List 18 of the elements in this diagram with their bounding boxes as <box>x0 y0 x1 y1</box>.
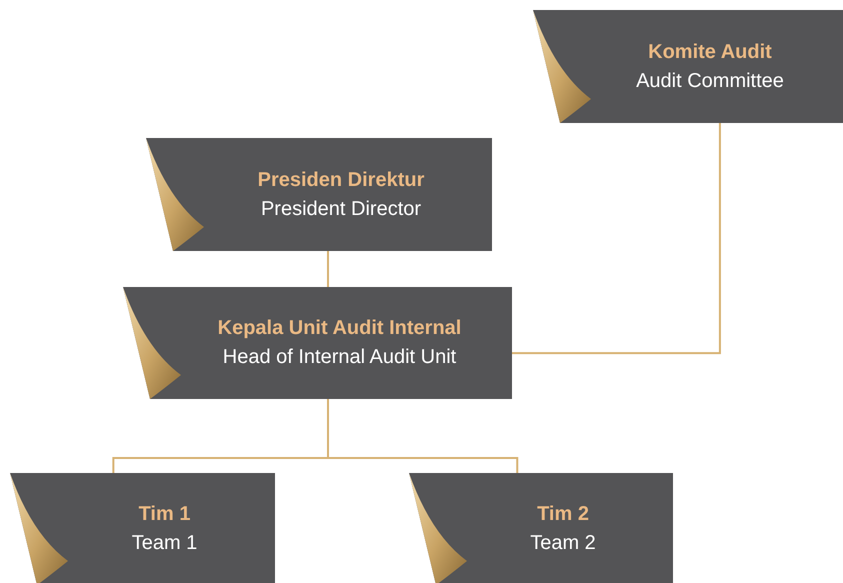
position-subtitle: Team 2 <box>530 532 596 555</box>
position-title: Kepala Unit Audit Internal <box>218 317 462 340</box>
position-subtitle: Audit Committee <box>636 70 784 92</box>
position-title: Tim 2 <box>537 503 589 526</box>
connector-line <box>512 123 721 354</box>
position-title: Komite Audit <box>648 40 772 64</box>
position-card <box>123 287 512 399</box>
position-card <box>10 473 275 583</box>
position-subtitle: President Director <box>260 198 422 220</box>
position-subtitle: Head of Internal Audit Unit <box>222 346 456 369</box>
position-card <box>409 473 673 583</box>
position-title: Tim 1 <box>138 503 190 526</box>
position-title: Presiden Direktur <box>258 168 424 192</box>
connector-line <box>327 399 518 473</box>
position-subtitle: Team 1 <box>132 532 198 555</box>
position-card <box>533 10 843 123</box>
position-card <box>146 138 492 251</box>
connector-line <box>327 251 329 287</box>
